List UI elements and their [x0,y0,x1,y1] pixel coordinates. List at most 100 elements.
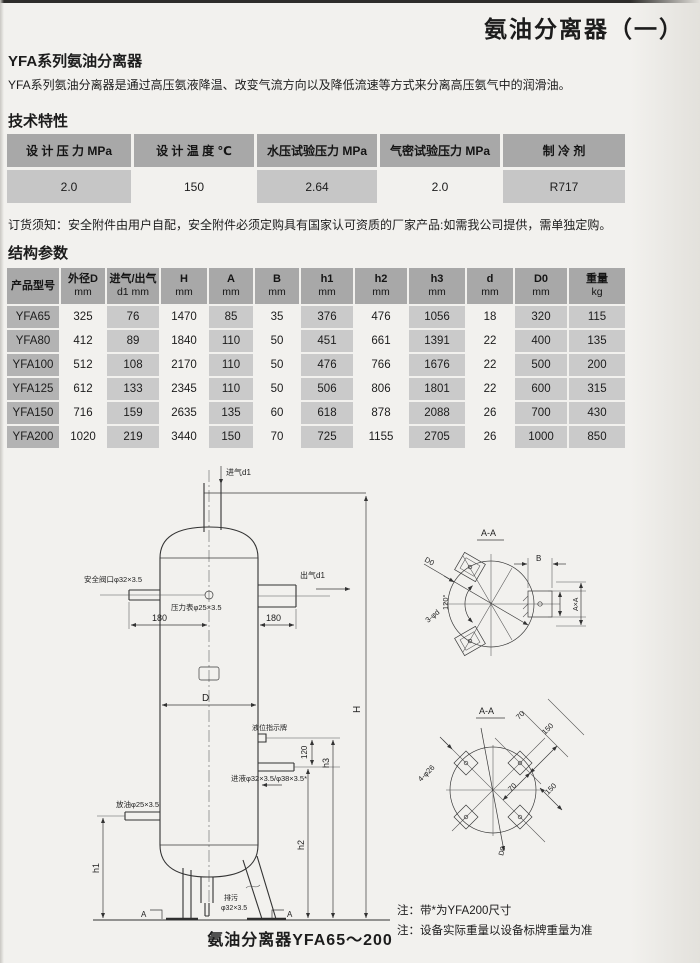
product-model-cell: YFA65 [7,306,59,328]
tech-section-heading: 技术特性 [8,113,69,130]
section1-holes: 3-φd [424,608,442,625]
spec-cell: 135 [209,402,253,424]
spec-cell: 2345 [171,383,197,395]
spec-cell: 1840 [171,335,197,347]
series-description: YFA系列氨油分离器是通过高压氨液降温、改变气流方向以及降低流速等方式来分离高压… [8,78,571,92]
section-view-2: A-A 70 150 70 150 4-φ26 D0 [416,698,585,857]
page-title: 氨油分离器（一） [484,16,684,42]
spec-cell: 476 [371,311,391,323]
section2-dim-70-mid: 70 [506,781,518,793]
spec-cell: 661 [371,335,391,347]
safety-valve-label: 安全阀口φ32×3.5 [84,574,142,584]
spec-cell: 110 [209,330,253,352]
product-model-cell: YFA80 [7,330,59,352]
spec-cell: 766 [371,359,391,371]
section2-dim-150-low: 150 [543,781,558,796]
spec-cell: 430 [569,402,625,424]
spec-cell: 50 [270,359,284,371]
tech-value: R717 [503,170,625,203]
spec-cell: 320 [515,306,567,328]
spec-cell: 451 [301,330,353,352]
tech-value: 2.0 [431,179,449,194]
spec-cell: 22 [483,335,497,347]
spec-cell: 1056 [409,306,465,328]
spec-cell: 76 [107,306,159,328]
drawing-labels: 进气d1 出气d1 安全阀口φ32×3.5 压力表φ25×3.5 液位指示牌 进… [84,467,363,919]
spec-cell: 50 [270,383,284,395]
dimension-lines [97,466,368,919]
spec-cell: 85 [209,306,253,328]
section2-title: A-A [479,706,494,716]
section2-holes: 4-φ26 [416,763,436,783]
spec-cell: 725 [301,426,353,448]
section2-dim-150-top: 150 [540,721,555,736]
outlet-label: 出气d1 [300,570,325,580]
spec-cell: 200 [569,354,625,376]
pressure-gauge-label: 压力表φ25×3.5 [171,602,222,612]
spec-cell: 612 [73,383,93,395]
column-header: 制 冷 剂 [503,134,625,167]
scan-edge-right [630,0,700,963]
dim-h3: h3 [321,758,331,768]
dim-H: H [352,706,363,713]
spec-cell: 219 [107,426,159,448]
spec-cell: 159 [107,402,159,424]
section1-dim-B: B [536,554,541,563]
section1-bolt-circle: D0 [423,555,436,568]
spec-cell: 110 [209,354,253,376]
product-model-cell: YFA100 [7,354,59,376]
spec-cell: 512 [73,359,93,371]
section-mark-right: A [287,910,293,919]
struct-section-heading: 结构参数 [8,245,69,262]
section-mark-left: A [141,910,147,919]
spec-cell: 35 [270,311,284,323]
tech-table: 设 计 压 力 MPa 设 计 温 度 ℃ 水压试验压力 MPa 气密试验压力 … [7,134,625,203]
spec-cell: 412 [73,335,93,347]
section1-title: A-A [481,528,496,538]
spec-cell: 400 [515,330,567,352]
spec-cell: 26 [483,431,497,443]
spec-cell: 476 [301,354,353,376]
spec-cell: 2088 [409,402,465,424]
spec-cell: 325 [73,311,93,323]
column-header: 水压试验压力 MPa [257,134,377,167]
spec-cell: 22 [483,383,497,395]
dim-120: 120 [300,745,309,759]
footnote: 注：带*为YFA200尺寸 [397,905,512,917]
spec-cell: 1000 [515,426,567,448]
series-heading: YFA系列氨油分离器 [8,53,143,70]
spec-cell: 50 [270,335,284,347]
spec-cell: 110 [209,378,253,400]
footnote: 注：设备实际重量以设备标牌重量为准 [397,925,593,938]
order-note: 订货须知：安全附件由用户自配，安全附件必须定购具有国家认可资质的厂家产品:如需我… [8,218,612,232]
column-header: 气密试验压力 MPa [380,134,500,167]
spec-cell: 1020 [70,431,96,443]
spec-cell: 89 [107,330,159,352]
dim-h2: h2 [296,840,306,850]
liquid-inlet-label: 进液φ32×3.5/φ38×3.5* [231,773,307,783]
spec-cell: 878 [371,407,391,419]
spec-cell: 2635 [171,407,197,419]
technical-drawing: 进气d1 出气d1 安全阀口φ32×3.5 压力表φ25×3.5 液位指示牌 进… [84,466,586,921]
spec-cell: 18 [483,311,497,323]
spec-cell: 618 [301,402,353,424]
spec-cell: 1676 [409,354,465,376]
footnotes: 注：带*为YFA200尺寸 注：设备实际重量以设备标牌重量为准 [397,901,593,941]
spec-cell: 806 [371,383,391,395]
spec-cell: 60 [270,407,284,419]
section2-bolt-circle: D0 [498,846,507,857]
dim-h1: h1 [91,863,101,873]
spec-cell: 133 [107,378,159,400]
spec-cell: 506 [301,378,353,400]
spec-cell: 135 [569,330,625,352]
product-model-cell: YFA200 [7,426,59,448]
spec-cell: 2705 [409,426,465,448]
